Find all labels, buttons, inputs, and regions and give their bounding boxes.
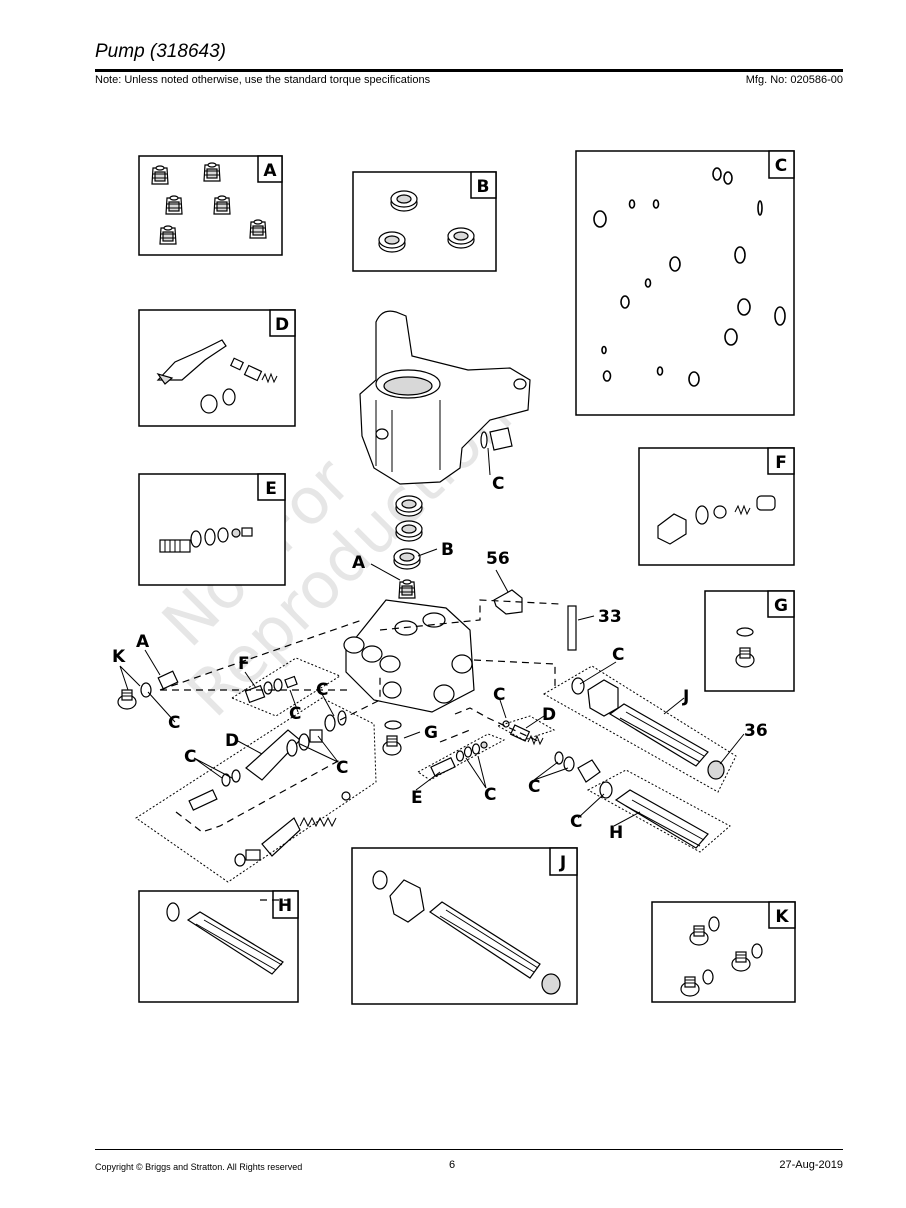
dotted-assembly-frames (135, 657, 737, 883)
mfg-number: Mfg. No: 020586-00 (745, 74, 843, 86)
kit-e-box: E (138, 473, 286, 586)
footer-copyright: Copyright © Briggs and Stratton. All Rig… (95, 1162, 303, 1172)
kit-h-label: H (278, 896, 292, 916)
kit-b-label: B (477, 177, 490, 197)
callout-c1: C (168, 713, 180, 733)
kit-b-box: B (352, 171, 497, 272)
callout-d-main: D (225, 731, 239, 751)
kit-e-label: E (265, 479, 277, 499)
callout-g-main: G (424, 723, 438, 743)
kit-k-box: K (651, 901, 796, 1003)
callout-a-left: A (136, 632, 150, 652)
kit-c-label: C (775, 156, 787, 176)
callout-c2: C (289, 704, 301, 724)
callout-b-seal: B (441, 540, 454, 560)
kit-c-box: C (575, 150, 795, 416)
lower-middle-parts (382, 720, 488, 777)
callout-f-main: F (238, 654, 250, 674)
callout-a-main: A (352, 553, 366, 573)
kit-g-label: G (774, 596, 788, 616)
kit-k-label: K (775, 907, 789, 927)
kit-f-label: F (775, 453, 787, 473)
footer-rule (95, 1149, 843, 1150)
callout-c4: C (184, 747, 196, 767)
kit-d-box: D (138, 309, 296, 427)
kit-h-box: H (138, 890, 299, 1003)
callout-c5: C (336, 758, 348, 778)
page-title: Pump (318643) (95, 41, 226, 62)
callout-33: 33 (598, 607, 622, 627)
right-side-parts (502, 677, 725, 849)
callout-h-main: H (609, 823, 623, 843)
kit-a-box: A (138, 155, 283, 256)
callout-c3: C (316, 680, 328, 700)
kit-f-box: F (638, 447, 795, 566)
callout-e-main: E (411, 788, 423, 808)
kit-g-box: G (704, 590, 795, 692)
kit-j-box: J (351, 847, 578, 1005)
pump-manifold (343, 599, 475, 713)
callout-c-head: C (492, 474, 504, 494)
footer-date: 27-Aug-2019 (779, 1159, 843, 1171)
leader-lines (119, 447, 745, 827)
callout-c6: C (493, 685, 505, 705)
callout-36: 36 (744, 721, 768, 741)
callout-d-right: D (542, 705, 556, 725)
callout-c7: C (612, 645, 624, 665)
callout-56: 56 (486, 549, 510, 569)
part-33-bolt (567, 605, 577, 651)
callout-k-left: K (112, 647, 126, 667)
callout-c8: C (484, 785, 496, 805)
pump-housing (359, 310, 531, 485)
kit-a-label: A (263, 161, 277, 181)
footer-page-number: 6 (449, 1159, 456, 1171)
header-rule (95, 69, 843, 72)
kit-j-label: J (559, 853, 566, 873)
callout-j-main: J (682, 687, 689, 707)
callout-c9: C (528, 777, 540, 797)
callout-labels: C B A 56 33 A K F C C C D C C G C D C E … (112, 474, 768, 843)
callout-c10: C (570, 812, 582, 832)
kit-d-label: D (275, 315, 289, 335)
torque-note: Note: Unless noted otherwise, use the st… (95, 74, 431, 86)
